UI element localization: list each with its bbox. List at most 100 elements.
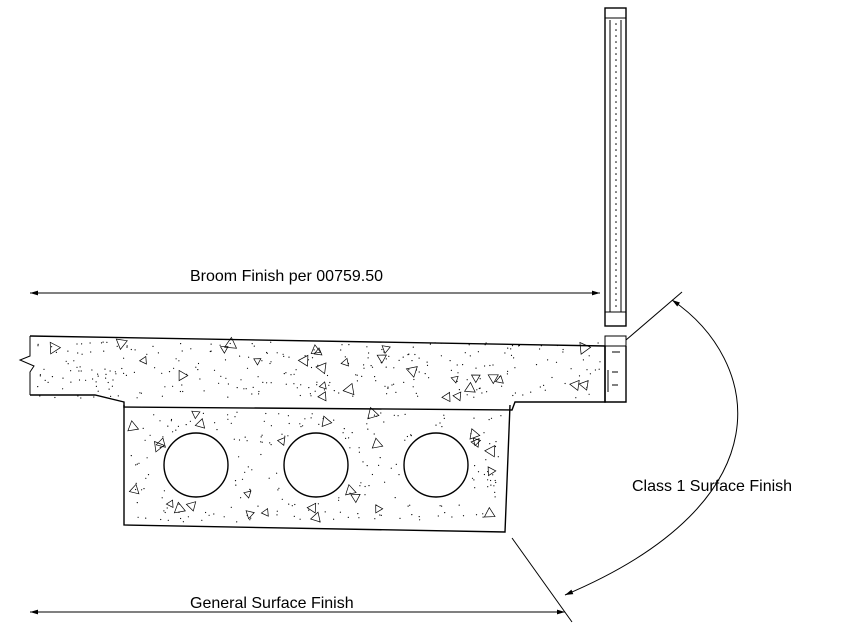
stipple-dot — [135, 464, 137, 466]
stipple-dot — [278, 413, 280, 415]
stipple-dot — [54, 396, 56, 399]
aggregate-triangle — [340, 357, 349, 367]
stipple-dot — [103, 350, 105, 352]
stipple-dot — [475, 367, 477, 369]
stipple-dot — [514, 367, 516, 369]
stipple-dot — [449, 360, 451, 362]
rail-dot — [615, 167, 617, 169]
aggregate-triangle — [223, 336, 238, 349]
stipple-dot — [247, 466, 249, 468]
stipple-dot — [540, 345, 543, 347]
stipple-dot — [157, 352, 159, 354]
stipple-dot — [246, 367, 249, 369]
stipple-dot — [138, 462, 140, 464]
stipple-dot — [469, 355, 471, 357]
stipple-dot — [291, 505, 293, 507]
aggregate-triangle — [219, 346, 229, 354]
stipple-dot — [381, 348, 383, 351]
stipple-dot — [300, 384, 302, 386]
aggregate-triangle — [376, 354, 388, 364]
stipple-dot — [293, 373, 295, 375]
stipple-dot — [338, 497, 340, 499]
stipple-dot — [450, 369, 452, 371]
stipple-dot — [310, 395, 312, 397]
stipple-dot — [395, 391, 397, 393]
stipple-dot — [323, 389, 326, 391]
stipple-dot — [485, 342, 487, 344]
stipple-dot — [451, 516, 453, 518]
stipple-dot — [257, 376, 259, 378]
stipple-dot — [258, 390, 260, 393]
stipple-dot — [326, 374, 329, 377]
rail-dot — [615, 161, 617, 163]
aggregate-triangle — [494, 374, 504, 384]
rail-dot — [615, 251, 617, 253]
stipple-dot — [93, 396, 95, 398]
rail-dot — [615, 209, 617, 211]
stipple-dot — [380, 412, 382, 414]
stipple-dot — [393, 367, 395, 369]
stipple-dot — [440, 355, 442, 357]
stipple-dot — [116, 345, 118, 347]
stipple-dot — [73, 360, 75, 362]
stipple-dot — [239, 355, 241, 357]
stipple-dot — [412, 346, 414, 348]
rail-dot — [615, 275, 617, 277]
stipple-dot — [261, 441, 263, 443]
stipple-dot — [104, 368, 106, 370]
stipple-dot — [137, 516, 139, 518]
stipple-dot — [285, 383, 287, 385]
stipple-dot — [106, 341, 108, 343]
stipple-dot — [117, 395, 119, 397]
stipple-dot — [249, 489, 252, 491]
stipple-dot — [492, 364, 494, 366]
stipple-dot — [434, 342, 436, 344]
stipple-dot — [243, 388, 245, 390]
stipple-dot — [249, 519, 251, 521]
stipple-dot — [167, 425, 169, 427]
stipple-dot — [263, 420, 265, 422]
stipple-dot — [495, 441, 497, 443]
stipple-dot — [105, 377, 107, 379]
stipple-dot — [342, 432, 344, 434]
stipple-dot — [363, 367, 365, 369]
stipple-dot — [285, 372, 287, 374]
broom-finish-label: Broom Finish per 00759.50 — [190, 268, 383, 285]
stipple-dot — [203, 390, 205, 392]
stipple-dot — [294, 503, 296, 506]
stipple-dot — [397, 415, 399, 417]
stipple-dot — [185, 424, 187, 426]
stipple-dot — [494, 496, 496, 498]
stipple-dot — [308, 387, 310, 389]
stipple-dot — [308, 509, 310, 511]
stipple-dot — [218, 382, 220, 384]
stipple-dot — [173, 367, 175, 369]
stipple-dot — [97, 373, 99, 375]
stipple-dot — [495, 481, 497, 484]
stipple-dot — [296, 387, 298, 389]
rail-dot — [615, 257, 617, 259]
stipple-dot — [210, 350, 212, 352]
stipple-dot — [409, 504, 411, 506]
stipple-dot — [288, 422, 290, 425]
stipple-dot — [539, 386, 541, 388]
stipple-dot — [406, 435, 408, 438]
stipple-dot — [477, 351, 479, 353]
stipple-dot — [133, 371, 135, 373]
stipple-dot — [76, 366, 78, 368]
rail-dot — [615, 215, 617, 217]
stipple-dot — [328, 384, 330, 386]
stipple-dot — [547, 359, 549, 361]
stipple-dot — [181, 384, 183, 386]
stipple-dot — [435, 424, 437, 426]
stipple-dot — [230, 422, 232, 424]
rail-fastener-dots — [615, 23, 617, 307]
stipple-dot — [310, 417, 312, 419]
aggregate-triangle — [154, 440, 165, 453]
stipple-dot — [316, 384, 318, 386]
rail-dot — [615, 113, 617, 115]
stipple-dot — [154, 367, 156, 369]
stipple-dot — [363, 364, 365, 366]
stipple-dot — [394, 497, 396, 499]
stipple-dot — [360, 482, 362, 484]
